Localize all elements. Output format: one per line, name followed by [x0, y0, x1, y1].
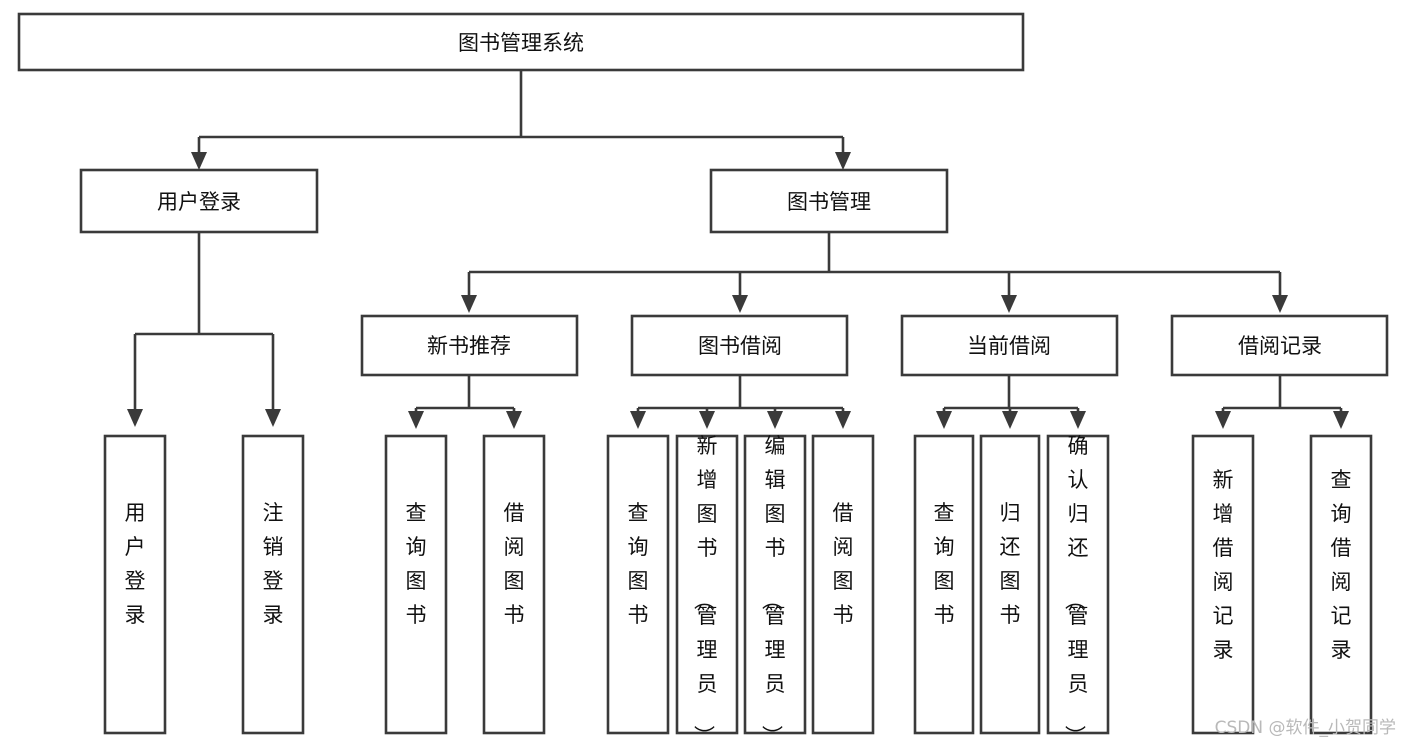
node-leaf-user-login-box: [103, 434, 167, 735]
node-current-borrow[interactable]: 当前借阅: [900, 314, 1119, 377]
connector-book-borrow-to-leaves: [630, 375, 851, 429]
node-leaf-borrow-book-2[interactable]: 借阅图书: [811, 434, 875, 735]
node-leaf-borrow-book-1[interactable]: 借阅图书: [482, 434, 546, 735]
node-leaf-return-book[interactable]: 归还图书: [979, 434, 1041, 735]
node-user-login[interactable]: 用户登录: [79, 168, 319, 234]
node-leaf-add-record-label: 新增借阅记录: [1213, 468, 1234, 662]
node-leaf-user-login[interactable]: 用户登录: [103, 434, 167, 735]
connector-current-borrow-to-leaves: [936, 375, 1086, 429]
node-leaf-edit-book[interactable]: 编辑图书（管理员）: [743, 434, 807, 746]
node-book-manage[interactable]: 图书管理: [709, 168, 949, 234]
node-borrow-record-box: [1170, 314, 1389, 377]
node-leaf-query-book-2[interactable]: 查询图书: [606, 434, 670, 735]
node-leaf-query-record-box: [1309, 434, 1373, 735]
node-leaf-query-book-1-label: 查询图书: [406, 501, 427, 627]
node-leaf-edit-book-box: [743, 434, 807, 735]
node-leaf-query-book-1-box: [384, 434, 448, 735]
node-leaf-query-book-1[interactable]: 查询图书: [384, 434, 448, 735]
node-leaf-borrow-book-2-box: [811, 434, 875, 735]
connector-user-login-to-leaves: [127, 232, 281, 427]
watermark-label: CSDN @软件_小贺同学: [1215, 718, 1396, 738]
node-leaf-borrow-book-2-label: 借阅图书: [833, 501, 854, 627]
node-leaf-logout[interactable]: 注销登录: [241, 434, 305, 735]
node-leaf-add-book-label: 新增图书（管理员）: [692, 434, 718, 746]
connector-new-book-to-leaves: [408, 375, 522, 429]
node-leaf-query-book-2-box: [606, 434, 670, 735]
node-borrow-record-label: 借阅记录: [1238, 334, 1322, 358]
node-book-borrow-label: 图书借阅: [698, 334, 782, 358]
node-new-book-recommend-label: 新书推荐: [427, 334, 511, 358]
node-current-borrow-box: [900, 314, 1119, 377]
node-leaf-return-book-label: 归还图书: [1000, 501, 1021, 627]
node-leaf-add-book-box: [675, 434, 739, 735]
node-leaf-confirm-return-label: 确认归还（管理员）: [1063, 434, 1089, 746]
node-user-login-label: 用户登录: [157, 190, 241, 214]
node-root-label: 图书管理系统: [458, 31, 584, 55]
node-leaf-logout-box: [241, 434, 305, 735]
node-leaf-confirm-return[interactable]: 确认归还（管理员）: [1046, 434, 1110, 746]
node-leaf-user-login-label: 用户登录: [125, 501, 146, 627]
node-leaf-edit-book-label: 编辑图书（管理员）: [760, 434, 786, 746]
node-borrow-record[interactable]: 借阅记录: [1170, 314, 1389, 377]
node-leaf-query-record-label: 查询借阅记录: [1331, 468, 1352, 662]
connector-root-to-level2: [191, 70, 851, 170]
node-book-manage-box: [709, 168, 949, 234]
node-root[interactable]: 图书管理系统: [17, 12, 1025, 72]
node-root-box: [17, 12, 1025, 72]
node-book-borrow[interactable]: 图书借阅: [630, 314, 849, 377]
node-user-login-box: [79, 168, 319, 234]
connector-book-manage-to-level3: [461, 232, 1288, 313]
node-new-book-recommend-box: [360, 314, 579, 377]
node-leaf-borrow-book-1-box: [482, 434, 546, 735]
node-leaf-add-book[interactable]: 新增图书（管理员）: [675, 434, 739, 746]
node-leaf-query-record[interactable]: 查询借阅记录: [1309, 434, 1373, 735]
connector-borrow-record-to-leaves: [1215, 375, 1349, 429]
node-leaf-query-book-3-label: 查询图书: [934, 501, 955, 627]
node-leaf-add-record-box: [1191, 434, 1255, 735]
node-current-borrow-label: 当前借阅: [967, 334, 1051, 358]
node-leaf-query-book-3[interactable]: 查询图书: [913, 434, 975, 735]
node-book-manage-label: 图书管理: [787, 190, 871, 214]
node-leaf-query-book-2-label: 查询图书: [628, 501, 649, 627]
node-new-book-recommend[interactable]: 新书推荐: [360, 314, 579, 377]
node-leaf-logout-label: 注销登录: [263, 501, 284, 627]
node-leaf-query-book-3-box: [913, 434, 975, 735]
node-leaf-borrow-book-1-label: 借阅图书: [504, 501, 525, 627]
node-leaf-add-record[interactable]: 新增借阅记录: [1191, 434, 1255, 735]
node-leaf-return-book-box: [979, 434, 1041, 735]
node-book-borrow-box: [630, 314, 849, 377]
node-leaf-confirm-return-box: [1046, 434, 1110, 735]
